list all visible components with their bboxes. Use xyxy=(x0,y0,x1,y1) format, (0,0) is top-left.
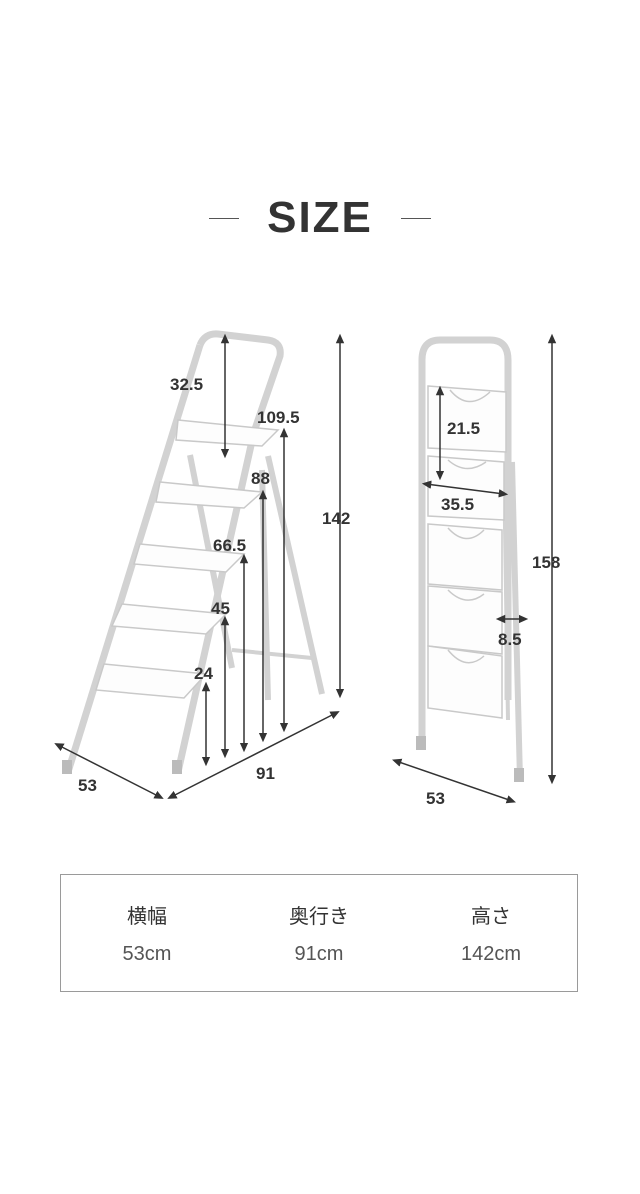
spec-height-value: 142cm xyxy=(460,943,522,965)
label-depth: 91 xyxy=(256,764,275,783)
label-height-folded: 158 xyxy=(532,553,560,572)
label-step-gap: 21.5 xyxy=(447,419,480,438)
folded-ladder-illustration xyxy=(416,336,524,782)
label-step-3: 66.5 xyxy=(213,536,246,555)
label-width-folded: 53 xyxy=(426,789,445,808)
spec-height-label: 高さ xyxy=(471,906,511,928)
spec-width: 横幅 53cm xyxy=(61,875,233,991)
spec-depth-label: 奥行き xyxy=(289,906,349,928)
title-block: SIZE xyxy=(0,188,640,248)
right-dimension-lines xyxy=(392,333,557,804)
right-dimension-labels: 21.5 35.5 8.5 158 53 xyxy=(426,419,560,808)
open-ladder-illustration xyxy=(62,330,325,774)
label-width: 53 xyxy=(78,776,97,795)
label-step-5: 109.5 xyxy=(257,408,300,427)
spec-width-value: 53cm xyxy=(122,943,172,965)
left-dimension-labels: 32.5 109.5 88 66.5 45 24 142 53 91 xyxy=(78,375,350,795)
spec-depth: 奥行き 91cm xyxy=(233,875,405,991)
spec-height: 高さ 142cm xyxy=(405,875,577,991)
label-height: 142 xyxy=(322,509,350,528)
left-dimension-lines xyxy=(54,333,345,799)
label-step-4: 88 xyxy=(251,469,270,488)
label-step-width: 35.5 xyxy=(441,495,474,514)
label-thickness: 8.5 xyxy=(498,630,522,649)
spec-depth-value: 91cm xyxy=(294,943,344,965)
spec-width-label: 横幅 xyxy=(127,906,167,928)
label-handrail: 32.5 xyxy=(170,375,203,394)
label-step-2: 45 xyxy=(211,599,230,618)
page-title: SIZE xyxy=(267,193,373,242)
label-step-1: 24 xyxy=(194,664,213,683)
ladder-diagram: 32.5 109.5 88 66.5 45 24 142 53 91 xyxy=(54,330,560,808)
title-rule-right xyxy=(400,217,431,219)
spec-table: 横幅 53cm 奥行き 91cm 高さ 142cm xyxy=(60,874,578,992)
title-rule-left xyxy=(209,217,240,219)
